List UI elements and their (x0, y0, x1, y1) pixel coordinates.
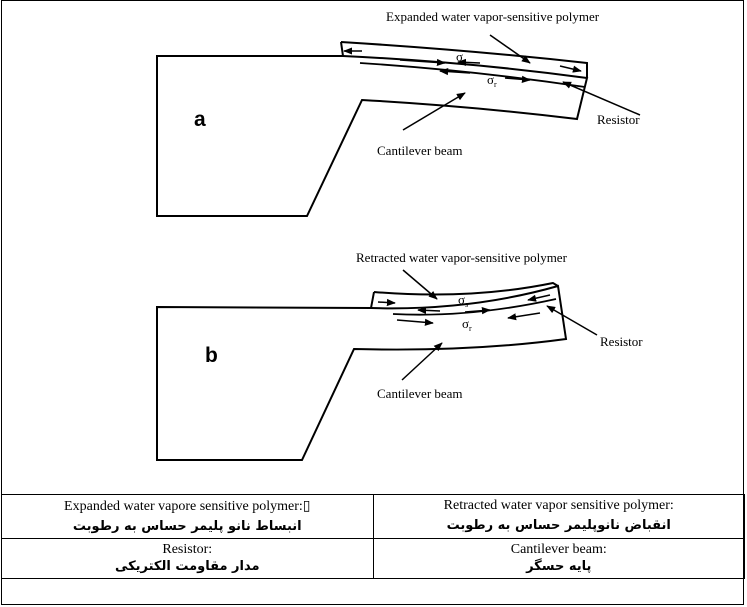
resistor-label-a: Resistor (597, 112, 640, 127)
panel-label-b: b (205, 344, 218, 367)
resistor-b (392, 298, 557, 316)
resistor-label-b: Resistor (600, 334, 643, 349)
legend-row: Resistor: مدار مقاومت الکتریکی Cantileve… (1, 538, 745, 579)
beam-label-b: Cantilever beam (377, 386, 463, 401)
polymer-label-a: Expanded water vapor-sensitive polymer (386, 9, 600, 24)
cantilever-diagram: a Expanded water vapor-sensitive polymer… (156, 9, 643, 461)
legend-cell-resistor: Resistor: مدار مقاومت الکتریکی (1, 538, 374, 579)
legend-cell-expanded-polymer: Expanded water vapore sensitive polymer:… (1, 494, 374, 539)
sigma-s-b: σs (458, 292, 468, 309)
panel-a (156, 34, 641, 217)
legend-cell-cantilever-beam: Cantilever beam: پایه حسگر (372, 538, 745, 579)
polymer-label-b: Retracted water vapor-sensitive polymer (356, 250, 568, 265)
beam-b (156, 284, 568, 461)
legend-row: Expanded water vapore sensitive polymer:… (1, 494, 745, 539)
legend-en: Retracted water vapor sensitive polymer: (443, 498, 674, 513)
legend-fa: مدار مقاومت الکتریکی (114, 559, 260, 574)
beam-label-a: Cantilever beam (377, 143, 463, 158)
polymer-a (340, 41, 588, 78)
polymer-b (370, 281, 559, 309)
legend-fa: انقباض نانوپلیمر حساس به رطوبت (446, 518, 671, 533)
panel-b (156, 269, 598, 461)
legend-en: Cantilever beam: (510, 542, 607, 557)
legend-en: Resistor: (162, 542, 213, 557)
resistor-a (359, 62, 586, 88)
legend-table: Expanded water vapore sensitive polymer:… (1, 494, 745, 579)
sigma-r-b: σr (462, 316, 472, 333)
sigma-r-a: σr (487, 72, 497, 89)
legend-en: Expanded water vapore sensitive polymer:… (64, 499, 311, 514)
legend-cell-retracted-polymer: Retracted water vapor sensitive polymer:… (372, 494, 745, 539)
legend-fa: پایه حسگر (526, 559, 592, 574)
legend-fa: انبساط نانو پلیمر حساس به رطوبت (72, 519, 302, 534)
sigma-s-a: σs (456, 49, 466, 66)
panel-label-a: a (194, 108, 206, 131)
